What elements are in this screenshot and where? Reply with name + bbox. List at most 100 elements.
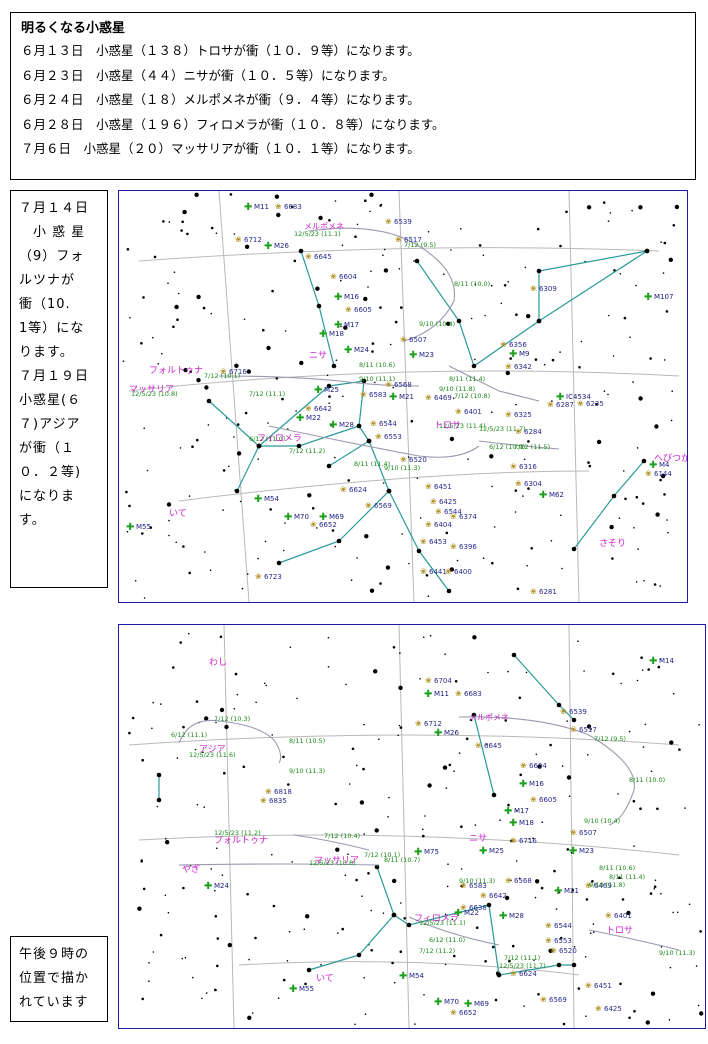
background-star xyxy=(277,997,280,999)
object-label: 6569 xyxy=(549,996,567,1004)
object-label: M22 xyxy=(306,414,321,422)
cluster-icon: ✚ xyxy=(319,329,327,340)
background-star xyxy=(540,886,544,890)
constellation-star xyxy=(571,546,577,552)
background-star xyxy=(195,700,199,703)
background-star xyxy=(175,541,177,544)
date-label: 9/10 (11.8) xyxy=(439,385,475,393)
background-star xyxy=(255,701,257,704)
background-star xyxy=(143,427,145,430)
background-star xyxy=(257,458,259,460)
background-star xyxy=(167,282,169,284)
date-label: 8/11 (10.5) xyxy=(289,737,325,745)
background-star xyxy=(571,889,575,892)
background-star xyxy=(653,885,657,888)
background-star xyxy=(364,1013,367,1015)
time-note-panel: 午後９時の 位置で描か れています xyxy=(10,936,108,1022)
background-star xyxy=(659,585,661,587)
cluster-icon: ✚ xyxy=(389,392,397,403)
background-star xyxy=(612,355,615,357)
background-star xyxy=(663,493,666,496)
date-label: 9/10 (11.1) xyxy=(359,375,395,383)
cluster-icon: ❀ xyxy=(425,393,432,402)
date-label: 12/5/23 (11.6) xyxy=(189,751,236,759)
cluster-icon: ❀ xyxy=(577,399,584,408)
object-label: 6451 xyxy=(434,483,452,491)
object-label: M55 xyxy=(136,523,151,531)
constellation-star xyxy=(571,717,577,723)
constellation-line xyxy=(300,250,335,367)
background-star xyxy=(674,204,680,210)
background-star xyxy=(242,765,246,769)
background-star xyxy=(337,932,339,934)
background-star xyxy=(491,945,495,949)
background-star xyxy=(645,1020,650,1025)
object-label: 6604 xyxy=(529,762,547,770)
grid-line xyxy=(138,247,660,262)
background-star xyxy=(587,461,590,464)
constellation-star xyxy=(156,797,162,803)
cluster-icon: ✚ xyxy=(519,779,527,790)
background-star xyxy=(401,533,403,535)
background-star xyxy=(484,314,486,317)
background-star xyxy=(207,424,210,426)
cluster-icon: ✚ xyxy=(314,385,322,396)
background-star xyxy=(527,440,530,443)
background-star xyxy=(655,512,660,517)
cluster-icon: ❀ xyxy=(345,305,352,314)
grid-line xyxy=(138,834,680,856)
background-star xyxy=(388,796,390,799)
object-label: M14 xyxy=(659,657,674,665)
background-star xyxy=(558,891,561,894)
date-label: 7/12 (10.8) xyxy=(454,392,490,400)
background-star xyxy=(286,960,289,962)
background-star xyxy=(389,343,392,346)
background-star xyxy=(363,723,365,726)
background-star xyxy=(389,420,392,422)
cluster-icon: ❀ xyxy=(645,469,652,478)
background-star xyxy=(537,764,542,769)
background-star xyxy=(182,886,185,890)
background-star xyxy=(573,946,576,948)
background-star xyxy=(128,504,131,508)
background-star xyxy=(515,313,518,316)
background-star xyxy=(379,582,382,585)
background-star xyxy=(633,845,635,847)
cluster-icon: ❀ xyxy=(560,707,567,716)
background-star xyxy=(246,369,251,374)
background-star xyxy=(126,248,130,251)
cluster-icon: ❀ xyxy=(515,479,522,488)
object-label: M23 xyxy=(579,847,594,855)
background-star xyxy=(289,646,292,648)
cluster-icon: ❀ xyxy=(460,881,467,890)
background-star xyxy=(631,209,633,212)
cluster-icon: ❀ xyxy=(547,400,554,409)
object-label: M70 xyxy=(294,513,309,521)
background-star xyxy=(330,425,332,427)
background-star xyxy=(233,436,235,438)
background-star xyxy=(450,249,452,251)
background-star xyxy=(607,314,610,317)
cluster-icon: ✚ xyxy=(289,984,297,995)
background-star xyxy=(290,205,294,209)
background-star xyxy=(354,1023,356,1026)
asteroid-name-label: フィロメラ xyxy=(414,913,459,924)
background-star xyxy=(236,451,242,456)
asteroid-track xyxy=(308,227,456,342)
side-note-line: ７月１９日 xyxy=(19,369,90,384)
object-label: 6568 xyxy=(514,877,532,885)
constellation-star xyxy=(326,383,332,389)
background-star xyxy=(216,847,218,850)
date-label: 8/11 (10.6) xyxy=(599,864,635,872)
background-star xyxy=(370,909,373,912)
object-label: 6583 xyxy=(469,882,487,890)
background-star xyxy=(140,342,143,345)
cluster-icon: ✚ xyxy=(569,846,577,857)
constellation-star xyxy=(471,712,477,718)
object-label: 6712 xyxy=(244,236,262,244)
object-label: 6652 xyxy=(459,1009,477,1017)
background-star xyxy=(188,495,191,497)
side-note-line: ７月１４日 xyxy=(19,201,90,216)
asteroid-track xyxy=(478,440,560,450)
background-star xyxy=(561,765,564,767)
